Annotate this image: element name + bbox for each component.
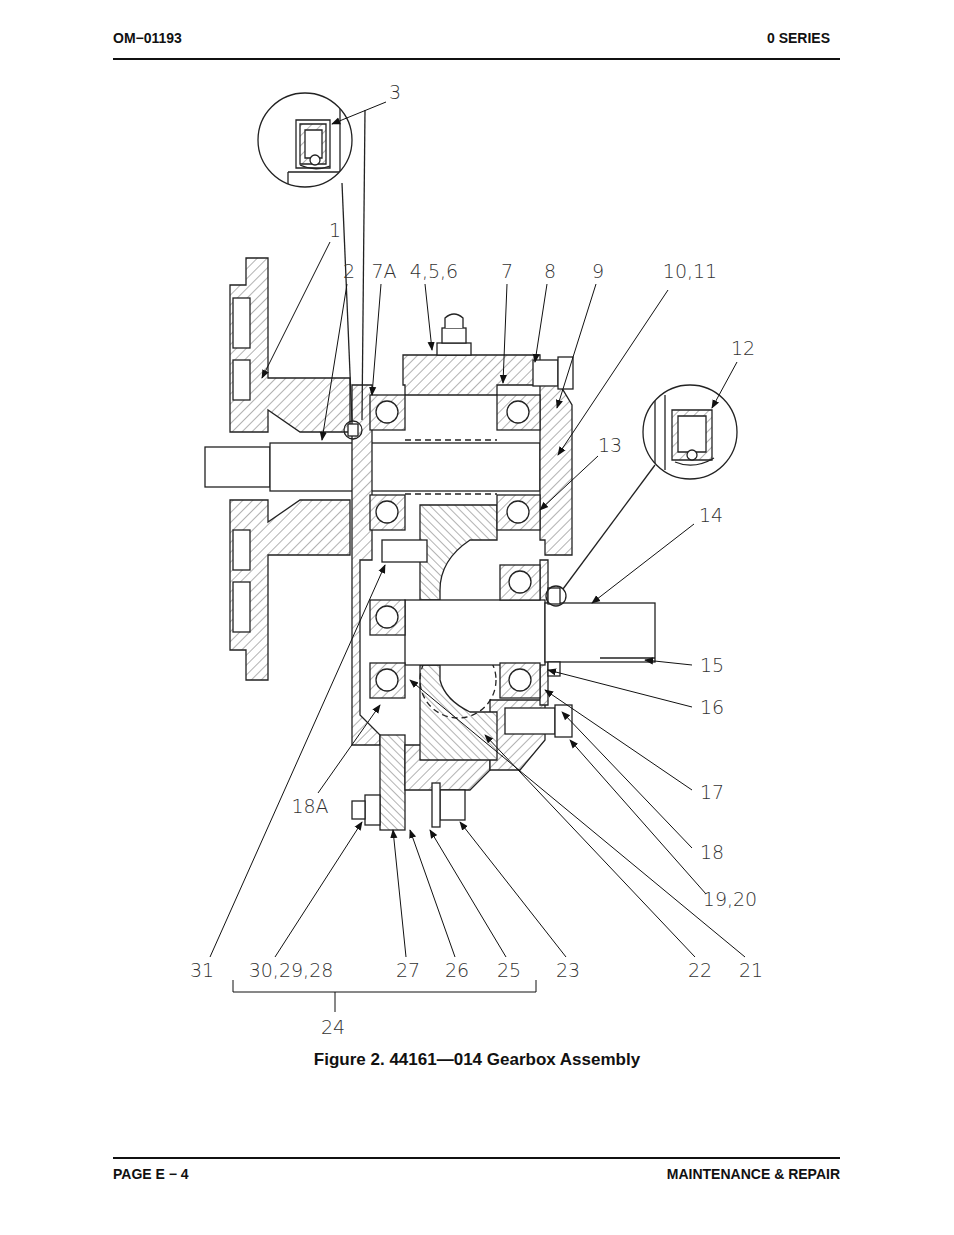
callout-number: 26 [443, 960, 471, 981]
page-header: OM−01193 [113, 31, 182, 45]
leader-lines [210, 102, 745, 957]
callout-number: 2 [341, 261, 357, 282]
callout-number: 3 [387, 82, 403, 103]
callout-number: 12 [729, 338, 757, 359]
callout-number: 23 [554, 960, 582, 981]
figure-caption: Figure 2. 44161—014 Gearbox Assembly [314, 1051, 640, 1068]
footer-rule [113, 1157, 840, 1159]
callout-number: 21 [737, 960, 765, 981]
callout-number: 25 [495, 960, 523, 981]
callout-number: 10,11 [661, 261, 719, 282]
page-header: 0 SERIES [767, 31, 830, 45]
callout-number: 7A [369, 261, 398, 282]
callout-number: 24 [319, 1017, 347, 1038]
callout-number: 17 [698, 782, 726, 803]
page-footer: PAGE E − 4 [113, 1167, 189, 1181]
group-bracket [233, 980, 536, 1012]
callout-number: 31 [188, 960, 216, 981]
callout-number: 19,20 [701, 889, 759, 910]
seal-detail [643, 385, 737, 479]
callout-number: 8 [542, 261, 558, 282]
callout-number: 4,5,6 [408, 261, 460, 282]
cross-section [205, 110, 655, 830]
callout-number: 16 [698, 697, 726, 718]
callout-number: 27 [394, 960, 422, 981]
callout-number: 15 [698, 655, 726, 676]
callout-number: 18 [698, 842, 726, 863]
callout-number: 18A [289, 796, 330, 817]
callout-number: 7 [499, 261, 515, 282]
callout-number: 30,29,28 [247, 960, 336, 981]
callout-number: 22 [686, 960, 714, 981]
callout-number: 14 [697, 505, 725, 526]
callout-number: 1 [327, 220, 343, 241]
callout-number: 13 [596, 435, 624, 456]
header-rule [113, 58, 840, 60]
callout-number: 9 [590, 261, 606, 282]
page-footer: MAINTENANCE & REPAIR [667, 1167, 840, 1181]
seal-detail [258, 93, 360, 190]
